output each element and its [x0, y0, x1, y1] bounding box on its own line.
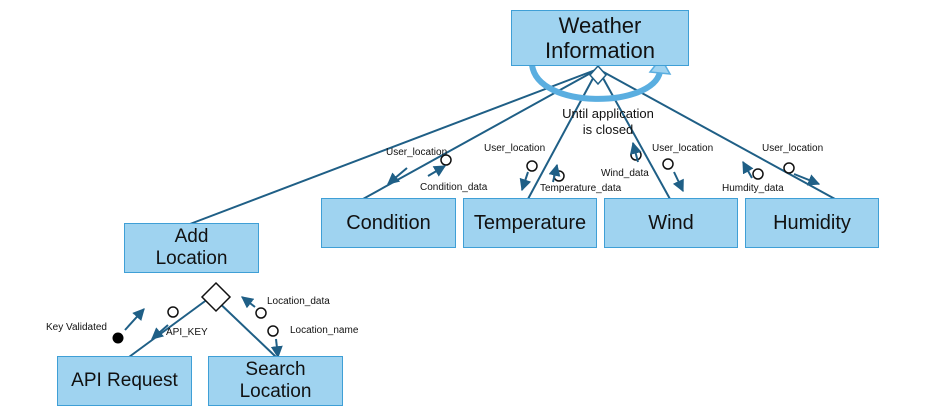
couple-label-wind-data: Wind_data	[601, 168, 649, 179]
arrow-humidity-user-location	[793, 173, 821, 186]
arrow-location-data	[241, 296, 256, 309]
data-couple-icon	[783, 162, 795, 174]
module-label-line-1: Weather	[558, 12, 642, 38]
module-api-request[interactable]: API Request	[57, 356, 192, 406]
connector-add-location-to-search-location	[211, 295, 277, 358]
arrow-location-name	[270, 338, 283, 359]
module-humidity[interactable]: Humidity	[745, 198, 879, 248]
arrow-condition-data	[427, 165, 447, 177]
module-wind[interactable]: Wind	[604, 198, 738, 248]
loop-annotation-line-1: Until application	[562, 106, 654, 121]
module-label: Temperature	[473, 211, 587, 234]
selection-diamond-icon	[588, 64, 608, 86]
data-couple-icon	[440, 154, 452, 166]
loop-annotation-line-2: is closed	[582, 122, 634, 138]
module-label: API Request	[71, 370, 178, 392]
couple-label-api-key: API_KEY	[166, 327, 208, 338]
arrow-wind-data	[629, 141, 642, 163]
module-add-location[interactable]: Add Location	[124, 223, 259, 273]
module-label-line-2: Location	[239, 381, 312, 402]
module-temperature[interactable]: Temperature	[463, 198, 597, 248]
module-condition[interactable]: Condition	[321, 198, 456, 248]
module-label-line-1: Add	[174, 226, 209, 248]
couple-label-temperature-data: Temperature_data	[540, 183, 622, 194]
connector-add-location-to-api-request	[128, 295, 213, 358]
connector-weather-to-temperature	[527, 68, 599, 200]
data-couple-icon	[267, 325, 279, 337]
arrow-temperature-user-location	[519, 171, 532, 192]
selection-diamond-icon	[200, 281, 232, 313]
module-label: Condition	[346, 211, 431, 234]
couple-label-condition-user-location: User_location	[386, 147, 448, 158]
loop-arrow-icon	[529, 64, 663, 102]
module-label: Wind	[648, 211, 694, 234]
module-search-location[interactable]: Search Location	[208, 356, 343, 406]
couple-label-humidity-data: Humdity_data	[722, 183, 784, 194]
arrow-temperature-data	[548, 163, 561, 183]
couple-label-humidity-user-location: User_location	[762, 143, 824, 154]
control-flag-icon	[112, 332, 124, 344]
data-couple-icon	[526, 160, 538, 172]
couple-label-location-data: Location_data	[267, 296, 330, 307]
module-label-line-1: Search	[245, 359, 306, 381]
arrow-wind-user-location	[672, 171, 684, 193]
arrow-condition-user-location	[387, 167, 408, 185]
data-couple-icon	[752, 168, 764, 180]
connector-weather-to-add-location	[189, 68, 599, 225]
loop-annotation: Until application is closed	[548, 106, 668, 139]
module-weather-information[interactable]: Weather Information	[511, 10, 689, 66]
couple-label-condition-data: Condition_data	[420, 182, 488, 193]
data-couple-icon	[255, 307, 267, 319]
data-couple-icon	[662, 158, 674, 170]
couple-label-location-name: Location_name	[290, 325, 359, 336]
couple-label-wind-user-location: User_location	[652, 143, 714, 154]
connector-weather-to-wind	[597, 68, 671, 200]
module-label: Humidity	[773, 211, 851, 234]
module-label-line-2: Location	[155, 248, 228, 269]
couple-label-temperature-user-location: User_location	[484, 143, 546, 154]
arrow-key-validated	[124, 308, 145, 331]
data-couple-icon	[167, 306, 179, 318]
arrow-api-key	[151, 324, 169, 340]
couple-label-key-validated: Key Validated	[46, 322, 107, 333]
module-label-line-2: Information	[544, 38, 656, 63]
arrow-humidity-data	[742, 160, 754, 179]
